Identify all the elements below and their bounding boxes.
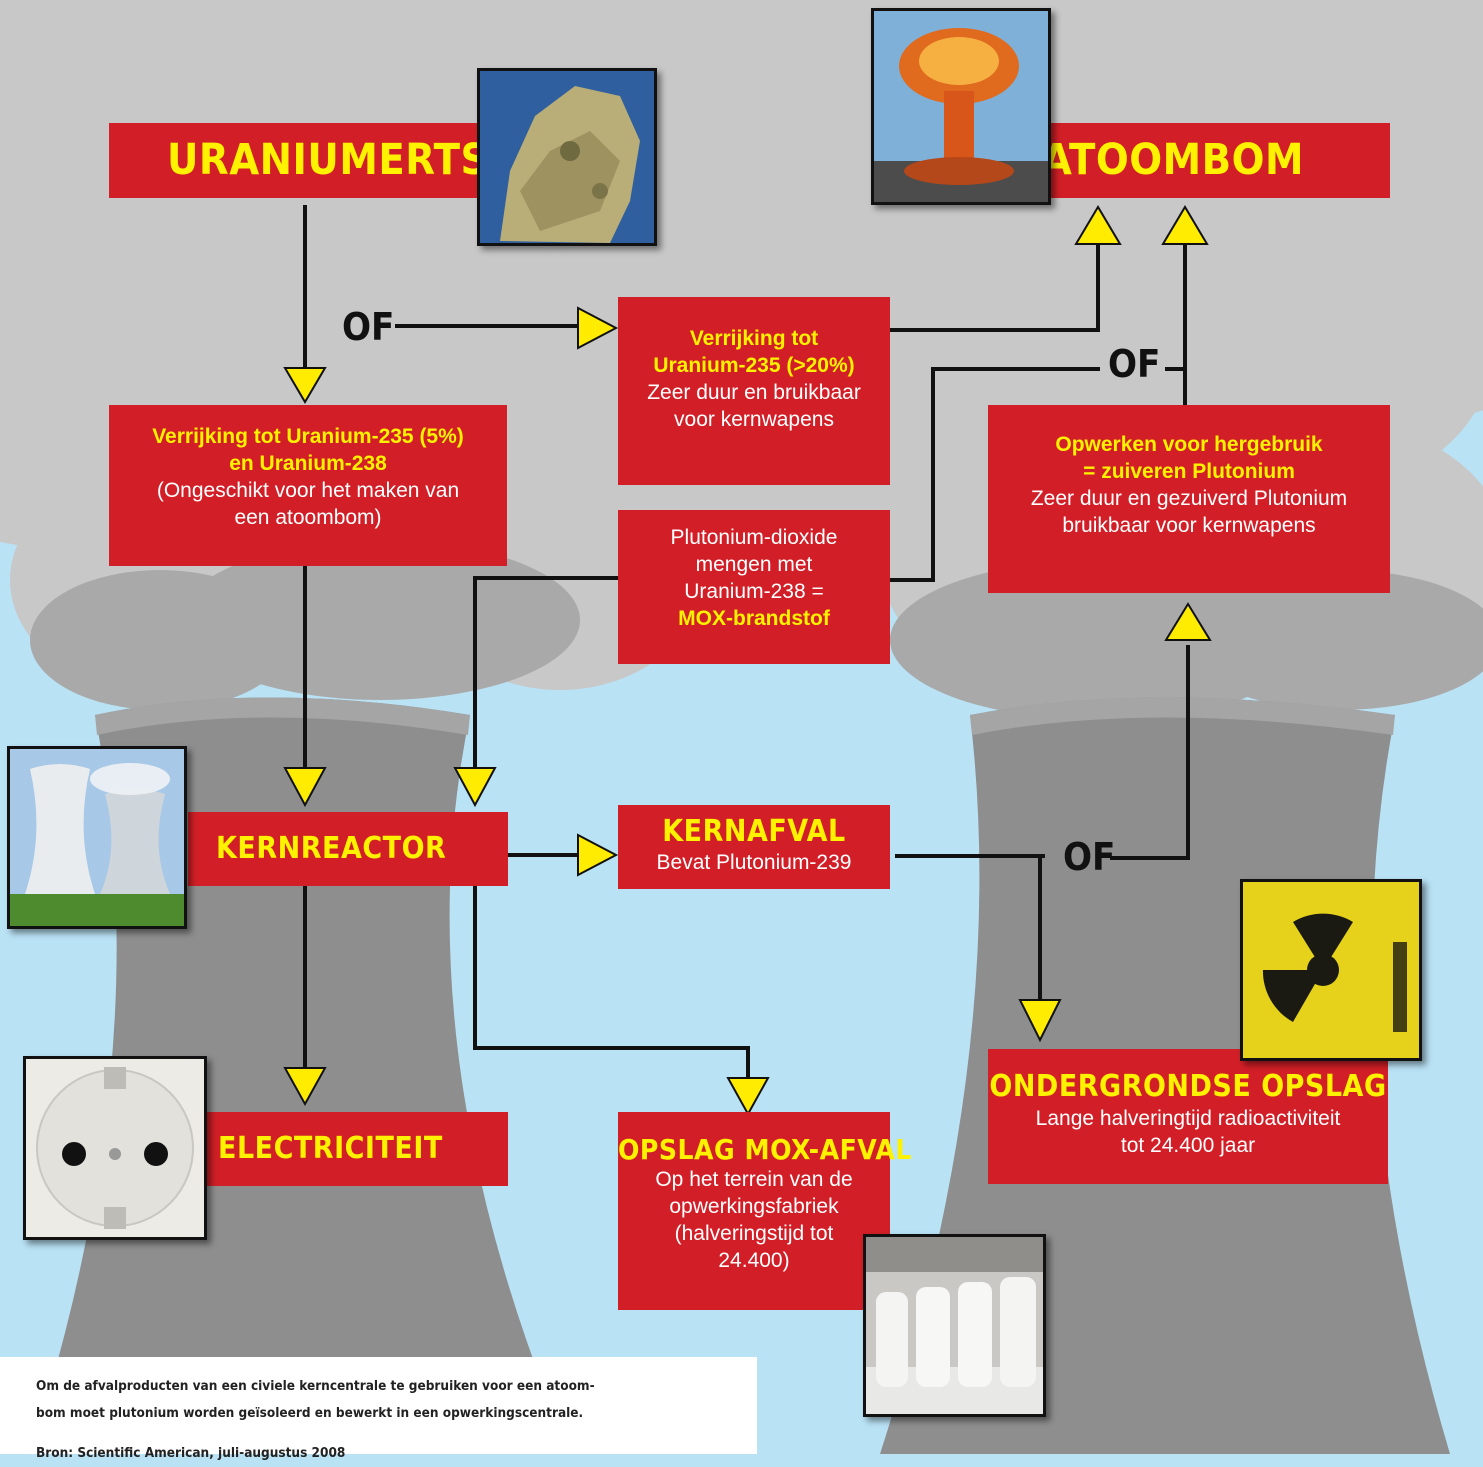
mushroom-cloud-icon	[874, 11, 1048, 202]
node-text: voor kernwapens	[674, 408, 834, 431]
node-text: bruikbaar voor kernwapens	[1062, 514, 1316, 537]
node-text: (Ongeschikt voor het maken van	[156, 479, 460, 502]
node-electriciteit: ELECTRICITEIT	[188, 1112, 508, 1186]
or-label: OF	[1063, 835, 1116, 879]
node-text: Zeer duur en gezuiverd Plutonium	[1030, 487, 1348, 510]
node-opwerken: Opwerken voor hergebruik = zuiveren Plut…	[988, 405, 1390, 593]
node-text: een atoombom)	[234, 506, 382, 529]
node-text: tot 24.400 jaar	[1120, 1134, 1256, 1157]
node-heading: = zuiveren Plutonium	[1083, 460, 1295, 483]
caption-line: bom moet plutonium worden geïsoleerd en …	[36, 1405, 584, 1421]
node-heading: Verrijking tot Uranium-235 (5%)	[152, 425, 464, 448]
node-text: Plutonium-dioxide	[670, 526, 838, 549]
node-title: ATOOMBOM	[1041, 135, 1304, 185]
arrowheads	[283, 205, 1212, 1117]
power-socket-photo	[23, 1056, 207, 1240]
node-heading: en Uranium-238	[229, 452, 387, 475]
node-title: URANIUMERTS	[167, 135, 489, 185]
node-text: Bevat Plutonium-239	[656, 851, 852, 874]
node-text: mengen met	[695, 553, 813, 576]
ore-icon	[480, 71, 654, 243]
node-verrijking-laag: Verrijking tot Uranium-235 (5%) en Urani…	[109, 405, 507, 566]
node-heading: MOX-brandstof	[678, 607, 830, 630]
node-text: Op het terrein van de	[655, 1168, 853, 1191]
node-text: Lange halveringtijd radioactiviteit	[1035, 1107, 1341, 1130]
node-text: opwerkingsfabriek	[669, 1195, 839, 1218]
node-heading: Verrijking tot	[689, 327, 819, 350]
or-label: OF	[1108, 342, 1161, 386]
ore-photo	[477, 68, 657, 246]
node-opslag-mox: OPSLAG MOX-AFVAL Op het terrein van de o…	[618, 1112, 912, 1310]
mushroom-cloud-photo	[871, 8, 1051, 205]
storage-casks-icon	[866, 1237, 1043, 1414]
node-text: Uranium-238 =	[684, 580, 824, 603]
node-title: KERNAFVAL	[662, 814, 846, 849]
node-verrijking-hoog: Verrijking tot Uranium-235 (>20%) Zeer d…	[618, 297, 890, 485]
radiation-sign-photo	[1240, 879, 1422, 1061]
node-ondergrondse-opslag: ONDERGRONDSE OPSLAG Lange halveringtijd …	[988, 1049, 1388, 1184]
node-kernafval: KERNAFVAL Bevat Plutonium-239	[618, 805, 890, 889]
node-heading: Opwerken voor hergebruik	[1055, 433, 1323, 456]
node-title: ELECTRICITEIT	[218, 1131, 443, 1166]
storage-casks-photo	[863, 1234, 1046, 1417]
node-title: OPSLAG MOX-AFVAL	[618, 1133, 912, 1166]
node-title: ONDERGRONDSE OPSLAG	[989, 1069, 1387, 1104]
node-text: (halveringstijd tot	[674, 1222, 834, 1245]
connector-lines	[303, 205, 1190, 1078]
radiation-icon	[1243, 882, 1419, 1058]
or-label: OF	[342, 305, 395, 349]
power-socket-icon	[26, 1059, 204, 1237]
node-atoombom: ATOOMBOM	[990, 123, 1390, 198]
node-text: 24.400)	[718, 1249, 790, 1272]
caption-line: Om de afvalproducten van een civiele ker…	[36, 1378, 595, 1394]
cooling-tower-photo	[7, 746, 187, 929]
node-uraniumerts: URANIUMERTS	[109, 123, 489, 198]
cooling-tower-icon	[10, 749, 184, 926]
node-text: Zeer duur en bruikbaar	[647, 381, 861, 404]
node-heading: Uranium-235 (>20%)	[653, 354, 855, 377]
node-mox: Plutonium-dioxide mengen met Uranium-238…	[618, 510, 890, 664]
node-title: KERNREACTOR	[216, 831, 447, 866]
caption-note: Om de afvalproducten van een civiele ker…	[0, 1357, 757, 1461]
node-kernreactor: KERNREACTOR	[188, 812, 508, 886]
